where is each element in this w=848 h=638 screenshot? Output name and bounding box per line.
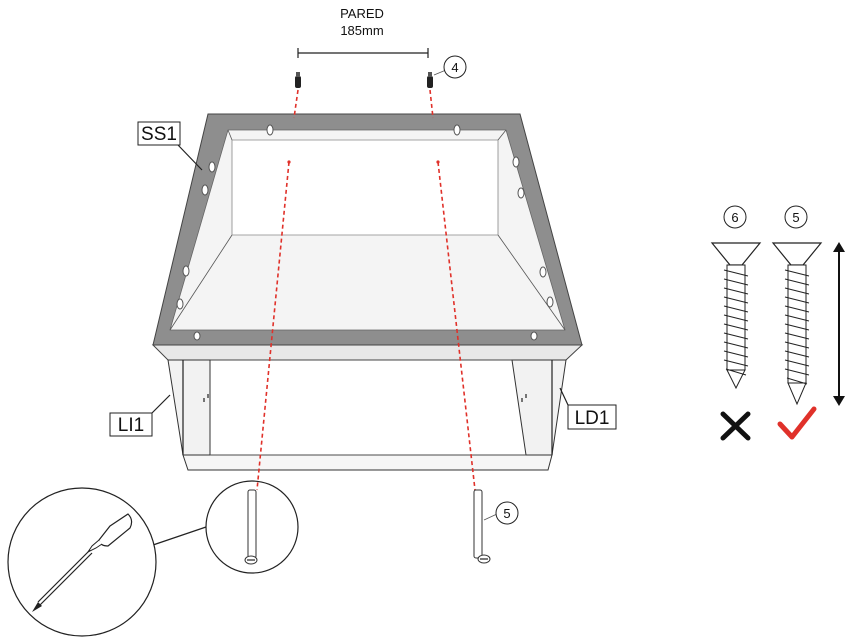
distance-label: 185mm: [340, 23, 383, 38]
long-screw-right: [473, 489, 491, 564]
label-top-panel: SS1: [137, 121, 203, 171]
label-right-panel: LD1: [559, 387, 617, 430]
svg-text:LI1: LI1: [118, 415, 144, 436]
wall-dimension: PARED 185mm: [297, 6, 429, 58]
svg-text:5: 5: [792, 210, 799, 225]
wall-plug-left: [295, 72, 301, 88]
long-screw-left: [244, 489, 258, 565]
length-arrow: [833, 242, 845, 406]
svg-text:6: 6: [731, 210, 738, 225]
screw-comparison: 6 5: [710, 205, 845, 441]
cabinet: [151, 113, 584, 471]
check-icon: [777, 406, 817, 440]
callout-wall-plug: 4: [433, 55, 467, 79]
svg-text:4: 4: [451, 60, 458, 75]
screw-5: [771, 242, 823, 406]
cross-icon: [720, 411, 751, 441]
callout-screw-main: 5: [483, 501, 519, 525]
screw-6: [710, 242, 762, 390]
screwdriver-icon: [7, 487, 157, 637]
svg-text:LD1: LD1: [575, 408, 610, 429]
svg-text:5: 5: [503, 506, 510, 521]
screw-guide-lines: [256, 89, 476, 491]
svg-text:SS1: SS1: [141, 124, 177, 145]
wall-plug-right: [427, 72, 433, 88]
label-left-panel: LI1: [109, 394, 171, 437]
wall-label: PARED: [340, 6, 384, 21]
